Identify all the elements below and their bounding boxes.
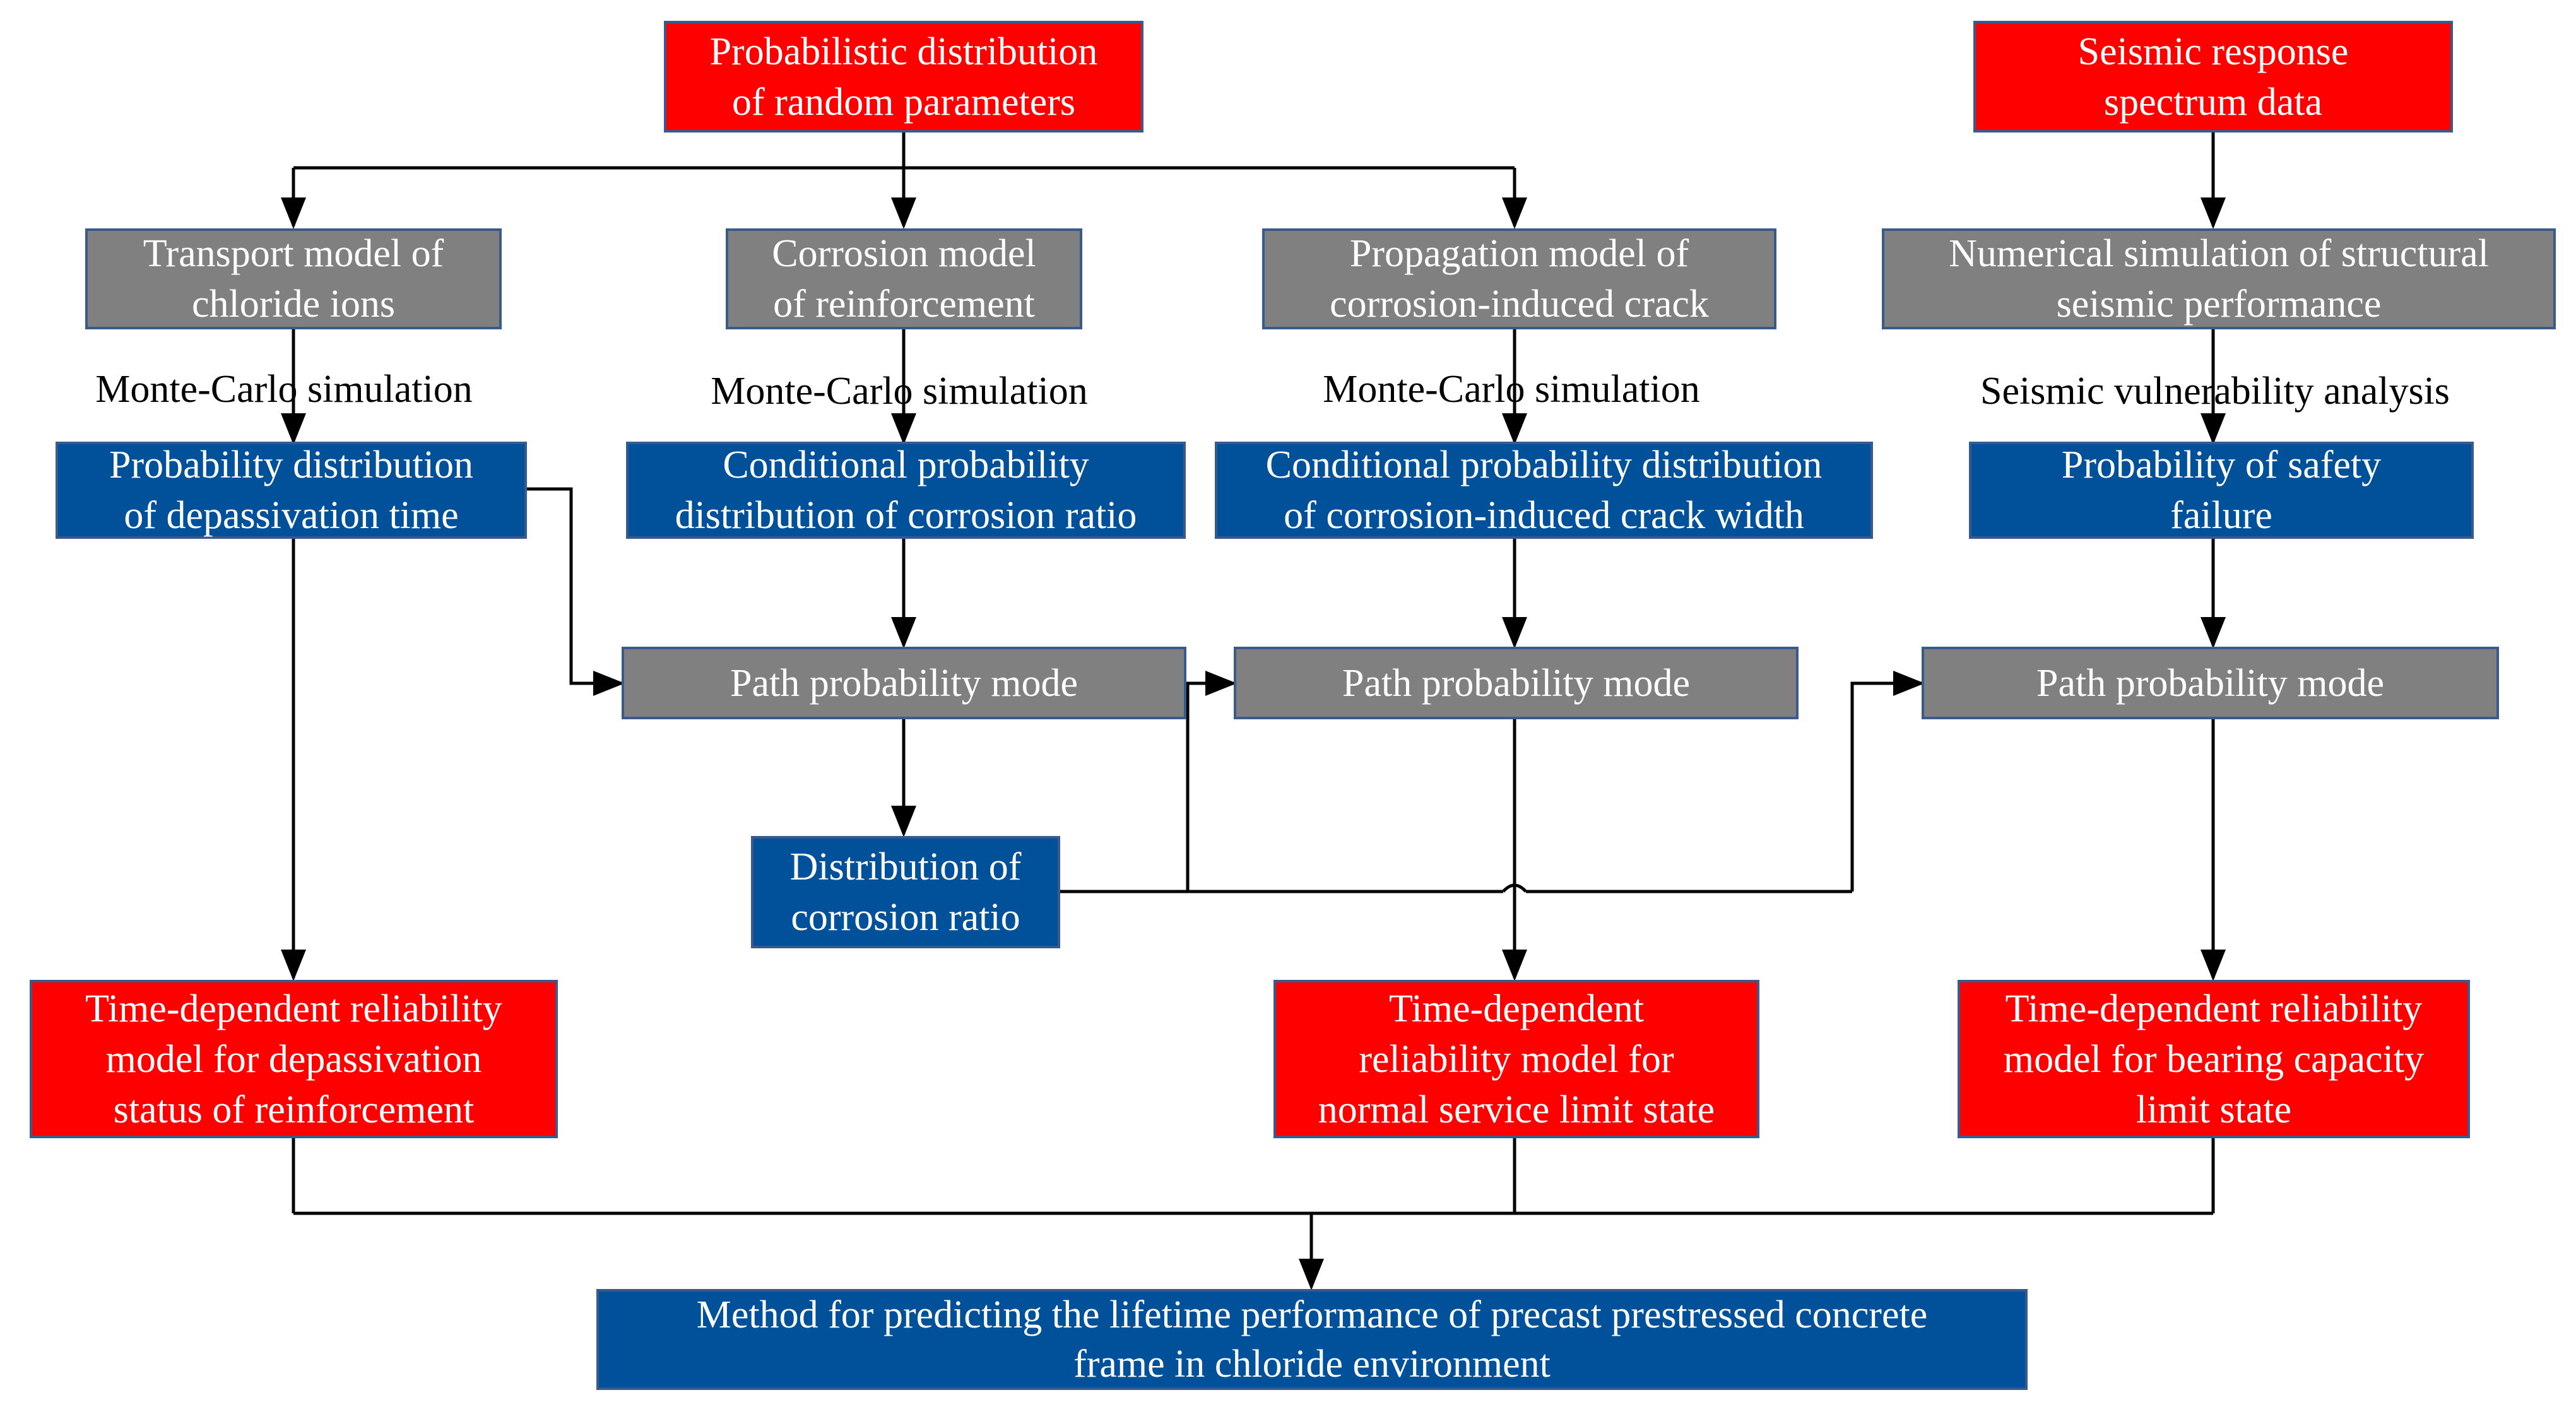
label-monte-carlo-1: Monte-Carlo simulation	[95, 368, 473, 411]
node-numerical-simulation: Numerical simulation of structural seism…	[1882, 228, 2556, 329]
label-monte-carlo-3: Monte-Carlo simulation	[1323, 368, 1700, 411]
node-propagation-model: Propagation model of corrosion-induced c…	[1262, 228, 1776, 329]
arrow-dist-to-path-3	[1850, 671, 1925, 892]
node-rel-service-limit: Time-dependent reliability model for nor…	[1273, 980, 1759, 1138]
node-path-mode-3: Path probability mode	[1922, 647, 2499, 719]
node-rel-depassivation: Time-dependent reliability model for dep…	[30, 980, 558, 1138]
node-path-mode-2: Path probability mode	[1234, 647, 1799, 719]
node-method-lifetime-prediction: Method for predicting the lifetime perfo…	[596, 1289, 2028, 1390]
arrow-depassivation-to-path-1	[527, 487, 625, 696]
node-corrosion-model: Corrosion model of reinforcement	[726, 228, 1082, 329]
node-cond-corrosion-ratio: Conditional probability distribution of …	[626, 442, 1186, 539]
arrow-dist-to-path-2	[1186, 671, 1237, 892]
node-rel-bearing-capacity: Time-dependent reliability model for bea…	[1958, 980, 2470, 1138]
node-cond-crack-width: Conditional probability distribution of …	[1215, 442, 1873, 539]
node-distribution-corrosion-ratio: Distribution of corrosion ratio	[751, 836, 1060, 948]
label-seismic-vulnerability: Seismic vulnerability analysis	[1980, 370, 2450, 413]
node-path-mode-1: Path probability mode	[622, 647, 1186, 719]
label-monte-carlo-2: Monte-Carlo simulation	[711, 370, 1088, 413]
node-prob-depassivation: Probability distribution of depassivatio…	[56, 442, 527, 539]
node-random-parameters: Probabilistic distribution of random par…	[664, 21, 1143, 132]
node-seismic-response-data: Seismic response spectrum data	[1973, 21, 2453, 132]
node-prob-safety-failure: Probability of safety failure	[1969, 442, 2474, 539]
node-transport-model: Transport model of chloride ions	[85, 228, 502, 329]
